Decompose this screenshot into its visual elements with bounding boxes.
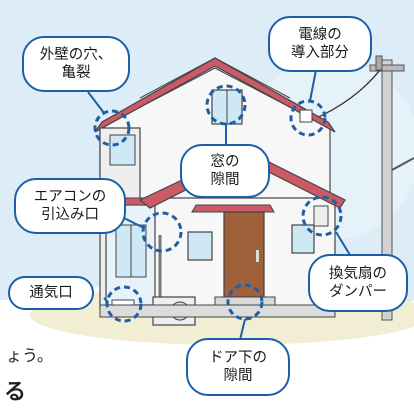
- callout-door-gap-text: ドア下の 隙間: [209, 349, 267, 384]
- fan-damper-box: [313, 205, 329, 227]
- callout-connectors: [87, 69, 351, 341]
- upper-window: [211, 89, 243, 125]
- callout-fan-damper: 換気扇の ダンパー: [308, 254, 408, 312]
- callout-vent: 通気口: [8, 276, 94, 310]
- wall-crack-marker: [93, 109, 131, 147]
- power-inlet: [299, 109, 313, 123]
- callout-power-line-entry-text: 電線の 導入部分: [291, 26, 349, 61]
- callout-aircon-inlet-text: エアコンの 引込み口: [33, 188, 107, 223]
- callout-outer-wall-crack-text: 外壁の穴、 亀裂: [39, 46, 113, 81]
- power-line-marker: [289, 99, 327, 137]
- callout-vent-text: 通気口: [29, 284, 73, 301]
- callout-window-gap: 窓の 隙間: [180, 144, 270, 198]
- callout-window-gap-text: 窓の 隙間: [210, 153, 240, 188]
- front-window-right: [291, 224, 315, 254]
- background-text-fragment-2: る: [4, 380, 27, 405]
- callout-fan-damper-text: 換気扇の ダンパー: [329, 265, 387, 300]
- fan-damper-marker: [301, 195, 343, 237]
- vent-marker: [105, 285, 143, 323]
- aircon-marker: [141, 211, 183, 253]
- door-gap-marker: [226, 283, 264, 321]
- callout-outer-wall-crack: 外壁の穴、 亀裂: [22, 36, 130, 92]
- front-door: [223, 211, 265, 298]
- background-text-fragment-1: ょう。: [6, 346, 54, 365]
- front-window-left: [187, 231, 213, 261]
- callout-door-gap: ドア下の 隙間: [186, 338, 290, 396]
- callout-power-line-entry: 電線の 導入部分: [268, 16, 372, 72]
- window-gap-marker: [205, 84, 247, 126]
- callout-aircon-inlet: エアコンの 引込み口: [14, 178, 126, 234]
